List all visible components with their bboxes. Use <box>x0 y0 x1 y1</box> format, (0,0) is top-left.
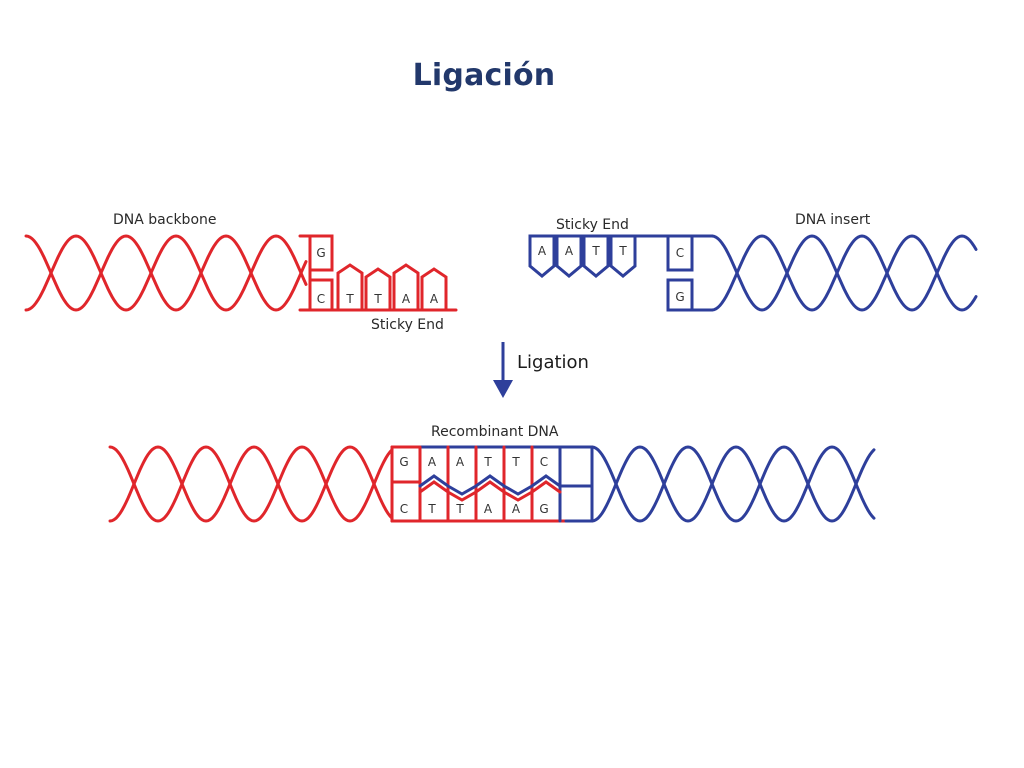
recombinant-red-helix-a <box>108 445 394 523</box>
recombinant-top-base: G <box>399 455 408 469</box>
backbone-bottom-base: A <box>402 292 411 306</box>
recombinant-bottom-base: T <box>427 502 436 516</box>
dna-insert-label: DNA insert <box>795 212 871 228</box>
recombinant-bottom-base: A <box>484 502 493 516</box>
insert-top-base: A <box>538 244 547 258</box>
insert-helix-a <box>710 234 978 312</box>
backbone-bottom-base: A <box>430 292 439 306</box>
sticky-end-insert-label: Sticky End <box>556 217 629 233</box>
recombinant-top-base: A <box>456 455 465 469</box>
recombinant-blue-helix-b <box>590 445 876 523</box>
down-arrow-icon <box>493 342 513 398</box>
insert-top-base: C <box>676 246 684 260</box>
backbone-helix-a <box>24 234 308 312</box>
recombinant-bottom-base: T <box>455 502 464 516</box>
recombinant-bottom-base: G <box>539 502 548 516</box>
backbone-bottom-base: T <box>373 292 382 306</box>
recombinant-bottom-base: A <box>512 502 521 516</box>
insert-top-base: A <box>565 244 574 258</box>
insert-cap <box>690 234 714 312</box>
backbone-bottom-base: C <box>317 292 325 306</box>
recombinant-bottom-base: C <box>400 502 408 516</box>
backbone-bottom-base: T <box>345 292 354 306</box>
backbone-helix-b <box>24 234 308 312</box>
ligation-label: Ligation <box>517 352 589 373</box>
sticky-end-backbone-label: Sticky End <box>371 317 444 333</box>
insert-top-base: T <box>618 244 627 258</box>
backbone-top-base-box <box>308 234 334 272</box>
recombinant-top-base: C <box>540 455 548 469</box>
dna-backbone-label: DNA backbone <box>113 212 217 228</box>
insert-top-base: T <box>591 244 600 258</box>
recombinant-blue-teeth <box>418 474 562 496</box>
insert-helix-b <box>710 234 978 312</box>
recombinant-top-base: T <box>483 455 492 469</box>
insert-bottom-base-box <box>666 278 694 312</box>
recombinant-top-base: T <box>511 455 520 469</box>
helix-strands <box>24 234 978 523</box>
recombinant-top-base: A <box>428 455 437 469</box>
slide-title: Ligación <box>412 58 556 93</box>
backbone-top-base: G <box>316 246 325 260</box>
base-blocks: G C T T A A A A T T C G G C A T A T T A T A C G <box>298 234 714 523</box>
recombinant-red-helix-b <box>108 445 394 523</box>
recombinant-dna-label: Recombinant DNA <box>431 424 559 440</box>
insert-bottom-base: G <box>675 290 684 304</box>
recombinant-red-teeth <box>418 480 562 502</box>
recombinant-blue-helix-a <box>590 445 876 523</box>
